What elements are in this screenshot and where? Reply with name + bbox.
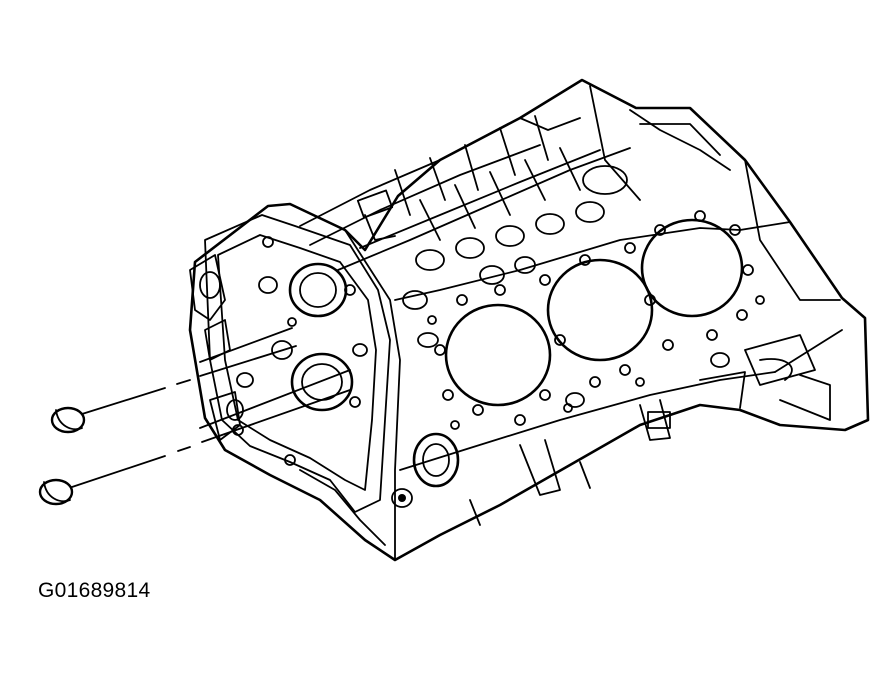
figure-id-label: G01689814 <box>38 579 151 602</box>
crankcase-details <box>299 334 831 546</box>
front-face <box>189 214 391 513</box>
valley-ribs <box>356 115 628 310</box>
core-plug-lower <box>38 369 351 506</box>
cylinder-bores <box>417 210 765 430</box>
core-plug-upper <box>50 327 297 434</box>
engine-block-outline <box>188 78 870 562</box>
